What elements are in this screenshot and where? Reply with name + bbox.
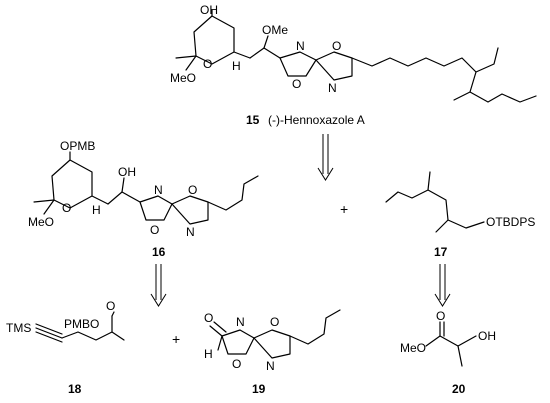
c16-opmb-label: OPMB [60,139,95,153]
c19-oxazole1-n-label: N [236,315,245,329]
compound-15-number: 15 [246,113,260,127]
c19-oxazole2-o-label: O [270,315,279,329]
c16-oxazole2-o-label: O [188,183,197,197]
c18-pmbo-label: PMBO [64,317,99,331]
compound-15-structure [175,9,537,103]
c15-oh-label: OH [200,3,218,17]
c15-oxazole1-n-label: N [296,39,305,53]
compound-16-number: 16 [152,245,166,259]
c16-oxazole1-o-label: O [150,223,159,237]
retro-arrow-15 [317,134,334,181]
compound-17-number: 17 [434,245,448,259]
compound-19-number: 19 [252,382,266,396]
c18-ketone-o-label: O [106,299,115,313]
c15-oxazole1-o-label: O [292,77,301,91]
c15-ome-label: OMe [262,23,288,37]
compound-20-structure [425,321,477,367]
retro-arrow-17 [434,264,451,307]
compound-15-name: (-)-Hennoxazole A [268,113,365,127]
compound-18-number: 18 [68,382,82,396]
c16-h-label: H [92,203,101,217]
c19-oxazole1-o-label: O [232,357,241,371]
c20-oh-label: OH [478,329,496,343]
plus-sign-16-17: + [340,201,348,217]
plus-sign-18-19: + [172,331,180,347]
c19-aldehyde-o-label: O [204,311,213,325]
c16-ring-o-label: O [62,201,71,215]
compound-19-structure [209,309,341,359]
c17-otbdps-label: OTBDPS [486,215,535,229]
c16-meo-label: MeO [28,215,54,229]
retro-arrow-16 [150,264,167,307]
c19-h-label: H [204,347,213,361]
c16-oh-label: OH [118,165,136,179]
c15-oxazole2-o-label: O [332,39,341,53]
compound-20-number: 20 [452,382,466,396]
c20-meo-label: MeO [400,341,426,355]
c16-oxazole2-n-label: N [186,225,195,239]
c15-oxazole2-n-label: N [328,81,337,95]
c20-carbonyl-o-label: O [436,309,445,323]
c16-oxazole1-n-label: N [154,183,163,197]
c15-h-label: H [232,59,241,73]
c15-meo-label: MeO [170,71,196,85]
c18-tms-label: TMS [6,321,31,335]
compound-18-structure [35,311,125,343]
c19-oxazole2-n-label: N [266,359,275,373]
compound-17-structure [385,171,485,233]
compound-16-structure [33,151,259,225]
c15-ring-o-label: O [203,57,212,71]
